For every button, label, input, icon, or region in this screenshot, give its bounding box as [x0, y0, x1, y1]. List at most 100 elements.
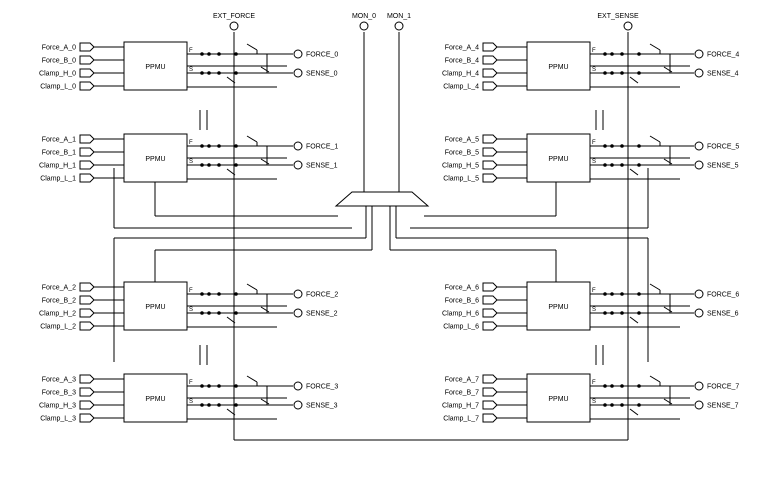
junction-dot — [610, 384, 614, 388]
input-port — [482, 413, 498, 423]
junction-dot — [603, 311, 607, 315]
input-port — [79, 173, 95, 183]
input-label: Force_A_7 — [445, 377, 479, 384]
sense-terminal — [293, 400, 303, 410]
input-label: Force_B_3 — [42, 390, 76, 397]
input-label: Force_B_2 — [42, 298, 76, 305]
ppmu-channel: PPMUFSForce_A_5Force_B_5Clamp_H_5Clamp_L… — [442, 133, 739, 183]
junction-dot — [217, 384, 221, 388]
sense-terminal — [694, 160, 704, 170]
wire — [629, 316, 639, 324]
force-pin-label: F — [189, 48, 193, 54]
junction-dot — [620, 311, 624, 315]
junction-dot — [207, 384, 211, 388]
sense-terminal — [694, 400, 704, 410]
input-port — [482, 42, 498, 52]
input-port — [482, 160, 498, 170]
wire — [649, 135, 661, 143]
junction-dot — [610, 144, 614, 148]
junction-dot — [217, 163, 221, 167]
junction-dot — [610, 71, 614, 75]
input-label: Clamp_H_7 — [442, 403, 479, 410]
input-port — [482, 400, 498, 410]
force-terminal — [694, 141, 704, 151]
input-port — [79, 321, 95, 331]
input-port — [79, 413, 95, 423]
sense-pin-label: S — [189, 67, 193, 73]
input-label: Clamp_H_3 — [39, 403, 76, 410]
ppmu-block — [526, 281, 591, 331]
junction-dot — [620, 403, 624, 407]
monitor-mux — [334, 191, 430, 207]
junction-dot — [217, 71, 221, 75]
input-label: Clamp_H_1 — [39, 163, 76, 170]
junction-dot — [200, 71, 204, 75]
ppmu-block-label: PPMU — [145, 396, 165, 403]
junction-dot — [603, 384, 607, 388]
force-output-label: FORCE_3 — [306, 384, 338, 391]
junction-dot — [620, 292, 624, 296]
input-label: Clamp_H_6 — [442, 311, 479, 318]
junction-dot — [234, 144, 238, 148]
junction-dot — [207, 71, 211, 75]
junction-dot — [217, 292, 221, 296]
junction-dot — [603, 292, 607, 296]
junction-dot — [200, 163, 204, 167]
junction-dot — [603, 403, 607, 407]
junction-dot — [217, 403, 221, 407]
wire — [663, 158, 673, 165]
ppmu-channel: PPMUFSForce_A_2Force_B_2Clamp_H_2Clamp_L… — [39, 281, 338, 331]
wire — [663, 398, 673, 405]
force-output-label: FORCE_6 — [707, 292, 739, 299]
force-output-label: FORCE_1 — [306, 144, 338, 151]
input-label: Force_B_0 — [42, 58, 76, 65]
ppmu-block-label: PPMU — [548, 64, 568, 71]
junction-dot — [637, 384, 641, 388]
force-pin-label: F — [189, 380, 193, 386]
wire — [246, 283, 258, 291]
input-label: Force_A_6 — [445, 285, 479, 292]
junction-dot — [207, 163, 211, 167]
ppmu-channel: PPMUFSForce_A_1Force_B_1Clamp_H_1Clamp_L… — [39, 133, 338, 183]
mon-1-terminal — [394, 21, 404, 31]
force-pin-label: F — [592, 48, 596, 54]
input-label: Force_B_5 — [445, 150, 479, 157]
wire — [226, 408, 236, 416]
junction-dot — [603, 71, 607, 75]
junction-dot — [200, 384, 204, 388]
junction-dot — [637, 71, 641, 75]
sense-terminal — [293, 308, 303, 318]
sense-output-label: SENSE_5 — [707, 163, 739, 170]
mon-0-label: MON_0 — [352, 13, 376, 20]
junction-dot — [637, 52, 641, 56]
ppmu-block-label: PPMU — [145, 64, 165, 71]
input-label: Clamp_H_0 — [39, 71, 76, 78]
junction-dot — [207, 403, 211, 407]
input-label: Force_A_0 — [42, 45, 76, 52]
wire — [649, 43, 661, 51]
sense-output-label: SENSE_0 — [306, 71, 338, 78]
ppmu-channel: PPMUFSForce_A_0Force_B_0Clamp_H_0Clamp_L… — [39, 41, 338, 91]
input-label: Force_A_4 — [445, 45, 479, 52]
ppmu-block-label: PPMU — [145, 304, 165, 311]
junction-dot — [620, 144, 624, 148]
wire — [246, 375, 258, 383]
mon-0-terminal — [359, 21, 369, 31]
input-port — [482, 282, 498, 292]
junction-dot — [637, 403, 641, 407]
wire — [246, 135, 258, 143]
force-terminal — [293, 141, 303, 151]
input-label: Force_B_4 — [445, 58, 479, 65]
input-port — [79, 282, 95, 292]
junction-dot — [200, 144, 204, 148]
input-label: Clamp_L_3 — [40, 416, 76, 423]
input-port — [482, 147, 498, 157]
input-port — [79, 147, 95, 157]
junction-dot — [620, 71, 624, 75]
input-port — [79, 134, 95, 144]
input-port — [482, 321, 498, 331]
junction-dot — [207, 292, 211, 296]
junction-dot — [637, 311, 641, 315]
junction-dot — [610, 52, 614, 56]
